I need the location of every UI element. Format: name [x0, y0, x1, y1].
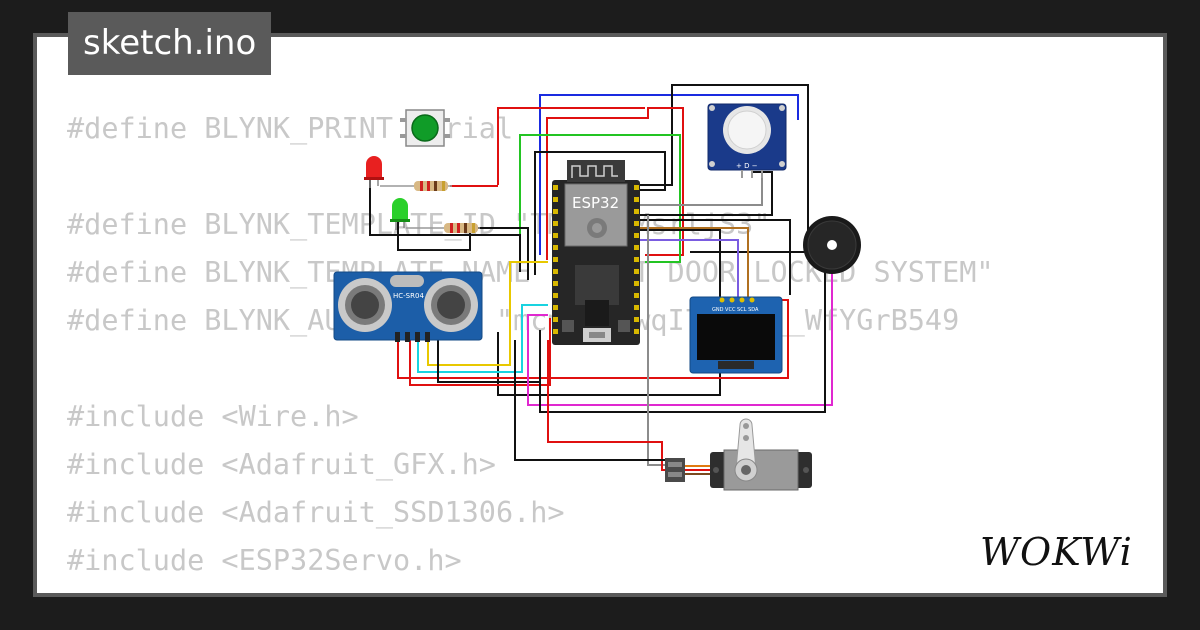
- wire: [640, 239, 739, 297]
- wire: [497, 229, 721, 396]
- logo-text: WOKWi: [980, 530, 1133, 574]
- wire: [519, 134, 681, 268]
- wire: [534, 151, 666, 275]
- code-line: #include <Adafruit_GFX.h>: [67, 448, 496, 481]
- wire: [546, 107, 684, 260]
- code-line: #include <ESP32Servo.h>: [67, 544, 462, 577]
- pir-sensor: + D −: [707, 103, 787, 178]
- wire: [640, 172, 763, 206]
- wire: [527, 252, 833, 406]
- wokwi-logo: WOKWi: [980, 530, 1133, 574]
- wire: [427, 261, 548, 366]
- code-line: #include <Wire.h>: [67, 400, 359, 433]
- resistor: [406, 223, 480, 233]
- sensor-label: HC-SR04: [393, 292, 424, 300]
- push-button: [400, 109, 450, 147]
- esp32-board: ESP32: [552, 160, 640, 345]
- wire: [437, 340, 541, 383]
- oled-pin-labels: GND VCC SCL SDA: [712, 307, 759, 313]
- wire: [369, 175, 521, 272]
- wire: [397, 218, 529, 280]
- file-tab[interactable]: sketch.ino: [68, 12, 272, 75]
- red-led: [364, 156, 384, 188]
- wire: [640, 171, 773, 216]
- code-line: #include <WiFi.h>: [67, 585, 994, 593]
- wire: [640, 84, 809, 253]
- wire: [547, 340, 670, 471]
- mcu-label: ESP32: [572, 194, 619, 212]
- wires: [369, 84, 833, 475]
- wire: [497, 107, 645, 185]
- resistor: [380, 181, 452, 191]
- oled-display: GND VCC SCL SDA: [689, 296, 783, 374]
- wire: [417, 304, 548, 373]
- wire: [409, 318, 551, 386]
- pir-pin-labels: + D −: [736, 162, 758, 170]
- wire: [640, 219, 791, 295]
- code-line: #include <Adafruit_SSD1306.h>: [67, 496, 565, 529]
- wire: [539, 260, 826, 413]
- wire: [539, 94, 799, 255]
- servo-motor: [665, 418, 812, 491]
- buzzer: [803, 216, 861, 274]
- wire: [514, 340, 670, 461]
- wire: [640, 227, 749, 297]
- ultrasonic-sensor: HC-SR04: [333, 271, 483, 342]
- green-led: [390, 198, 410, 230]
- wire: [647, 215, 670, 466]
